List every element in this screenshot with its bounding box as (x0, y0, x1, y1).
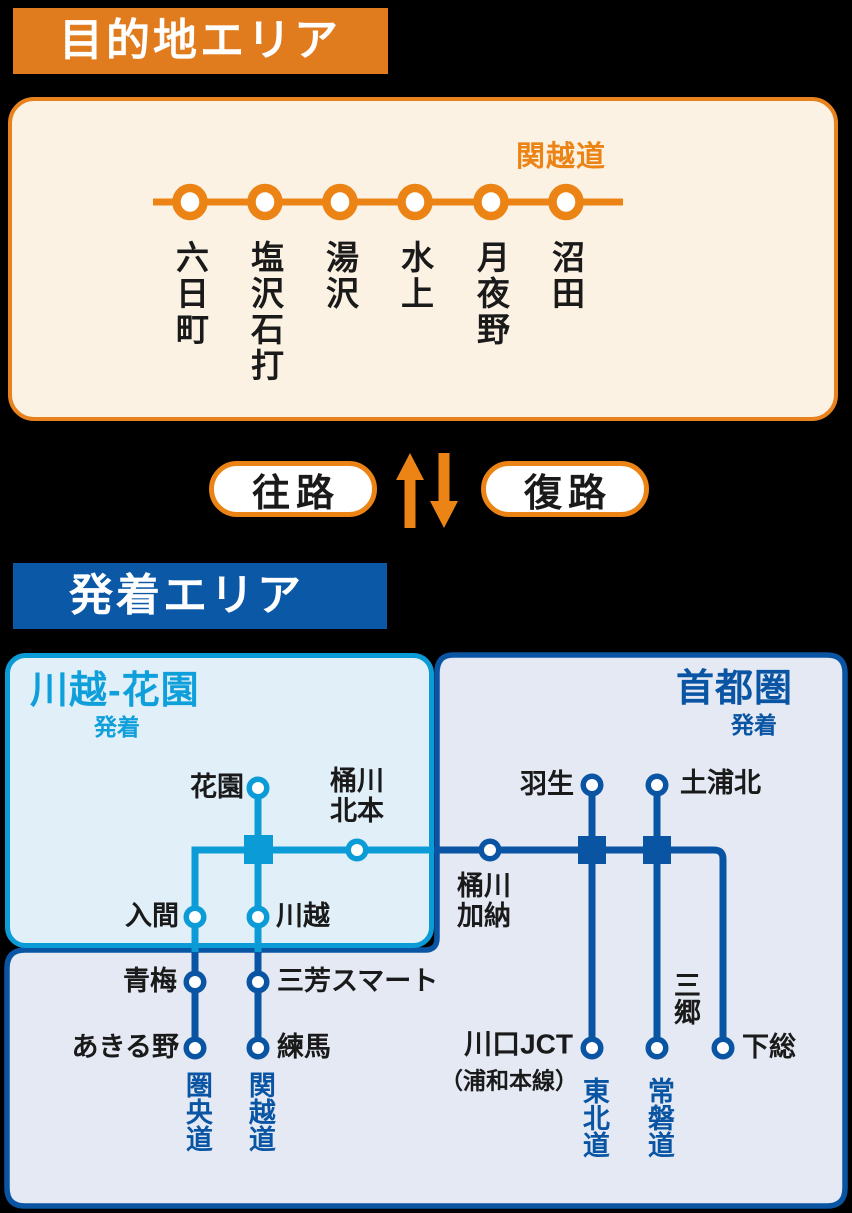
label-akiruno: あきる野 (71, 1032, 179, 1063)
marker-hanyu (580, 773, 604, 797)
marker-akiruno (183, 1036, 207, 1060)
metro-area-box (4, 652, 848, 1209)
down-arrow-icon (430, 453, 458, 528)
metro-box-title: 首都圏 (675, 668, 793, 710)
departure-area-diagram (4, 652, 848, 1209)
marker-joban-end (645, 1036, 669, 1060)
label-misato: 三郷 (669, 971, 700, 1025)
kawagoe-ic-markers (183, 776, 369, 929)
outbound-badge: 往路 (209, 461, 377, 517)
marker-oume (183, 970, 207, 994)
marker-numata (548, 183, 584, 221)
label-hanyu: 羽生 (520, 769, 574, 800)
marker-yuzawa (322, 183, 358, 221)
label-okegawa-kitamoto: 桶川 北本 (330, 766, 384, 826)
label-hanazono: 花園 (190, 772, 244, 803)
marker-kawaguchi-jct (580, 1036, 604, 1060)
up-arrow-icon (396, 453, 424, 528)
destination-area-title: 目的地エリア (59, 16, 341, 65)
station-minakami: 水上 (396, 240, 434, 312)
label-miyoshi-smart: 三芳スマート (277, 966, 439, 997)
kawagoe-box-subtitle: 発着 (94, 714, 140, 740)
marker-shimofusa (711, 1036, 735, 1060)
marker-muikamachi (172, 183, 208, 221)
return-badge: 復路 (481, 461, 649, 517)
departure-area-header: 発着エリア (13, 563, 387, 629)
destination-ic-markers (172, 183, 584, 221)
marker-iruma (183, 905, 207, 929)
marker-okegawa-kano (478, 838, 502, 862)
metro-box-subtitle: 発着 (731, 712, 777, 738)
departure-area-title: 発着エリア (69, 571, 304, 620)
metro-route-lines (191, 785, 727, 1048)
return-label: 復路 (523, 472, 612, 515)
station-muikamachi: 六日町 (171, 240, 209, 348)
direction-arrows-icon (396, 453, 458, 528)
shimofusa-line (434, 846, 727, 1048)
label-oume: 青梅 (123, 966, 177, 997)
label-kawaguchi-jct-note: （浦和本線） (440, 1067, 578, 1094)
label-okegawa-kano: 桶川 加納 (457, 871, 511, 931)
destination-route-line (153, 183, 623, 221)
label-tsuchiura-kita: 土浦北 (680, 768, 761, 799)
destination-area-header: 目的地エリア (13, 8, 388, 74)
label-nerima: 練馬 (277, 1032, 331, 1063)
label-iruma: 入間 (125, 901, 179, 932)
label-kawagoe: 川越 (276, 901, 330, 932)
kawagoe-box-title: 川越-花園 (30, 670, 200, 712)
kawagoe-hanazono-box (5, 653, 434, 948)
metro-ic-markers (183, 773, 735, 1060)
marker-shiozawa-ishiuchi (247, 183, 283, 221)
label-kanetsudo: 関越道 (244, 1071, 275, 1152)
outbound-label: 往路 (251, 472, 340, 515)
station-yuzawa: 湯沢 (321, 240, 359, 312)
junction-tsuchiura-square (643, 836, 671, 864)
marker-okegawa-kitamoto (345, 838, 369, 862)
label-shimofusa: 下総 (742, 1032, 796, 1063)
marker-hanazono (246, 776, 270, 800)
label-jobando: 常磐道 (643, 1077, 674, 1158)
marker-tsuchiura-kita (645, 773, 669, 797)
station-tsukiyono: 月夜野 (472, 240, 510, 348)
marker-miyoshi-smart (246, 970, 270, 994)
label-kawaguchi-jct: 川口JCT (464, 1028, 573, 1060)
junction-hanyu-square (578, 836, 606, 864)
kanetsu-expressway-label: 関越道 (515, 141, 607, 173)
station-shiozawa-ishiuchi: 塩沢石打 (246, 240, 284, 384)
marker-minakami (397, 183, 433, 221)
junction-hanazono-square (244, 835, 273, 864)
marker-nerima (246, 1036, 270, 1060)
station-numata: 沼田 (547, 240, 585, 312)
marker-tsukiyono (473, 183, 509, 221)
destination-area-box (8, 97, 838, 421)
label-tohokudo: 東北道 (578, 1077, 609, 1158)
label-kenodo: 圏央道 (181, 1071, 212, 1152)
marker-kawagoe (246, 905, 270, 929)
